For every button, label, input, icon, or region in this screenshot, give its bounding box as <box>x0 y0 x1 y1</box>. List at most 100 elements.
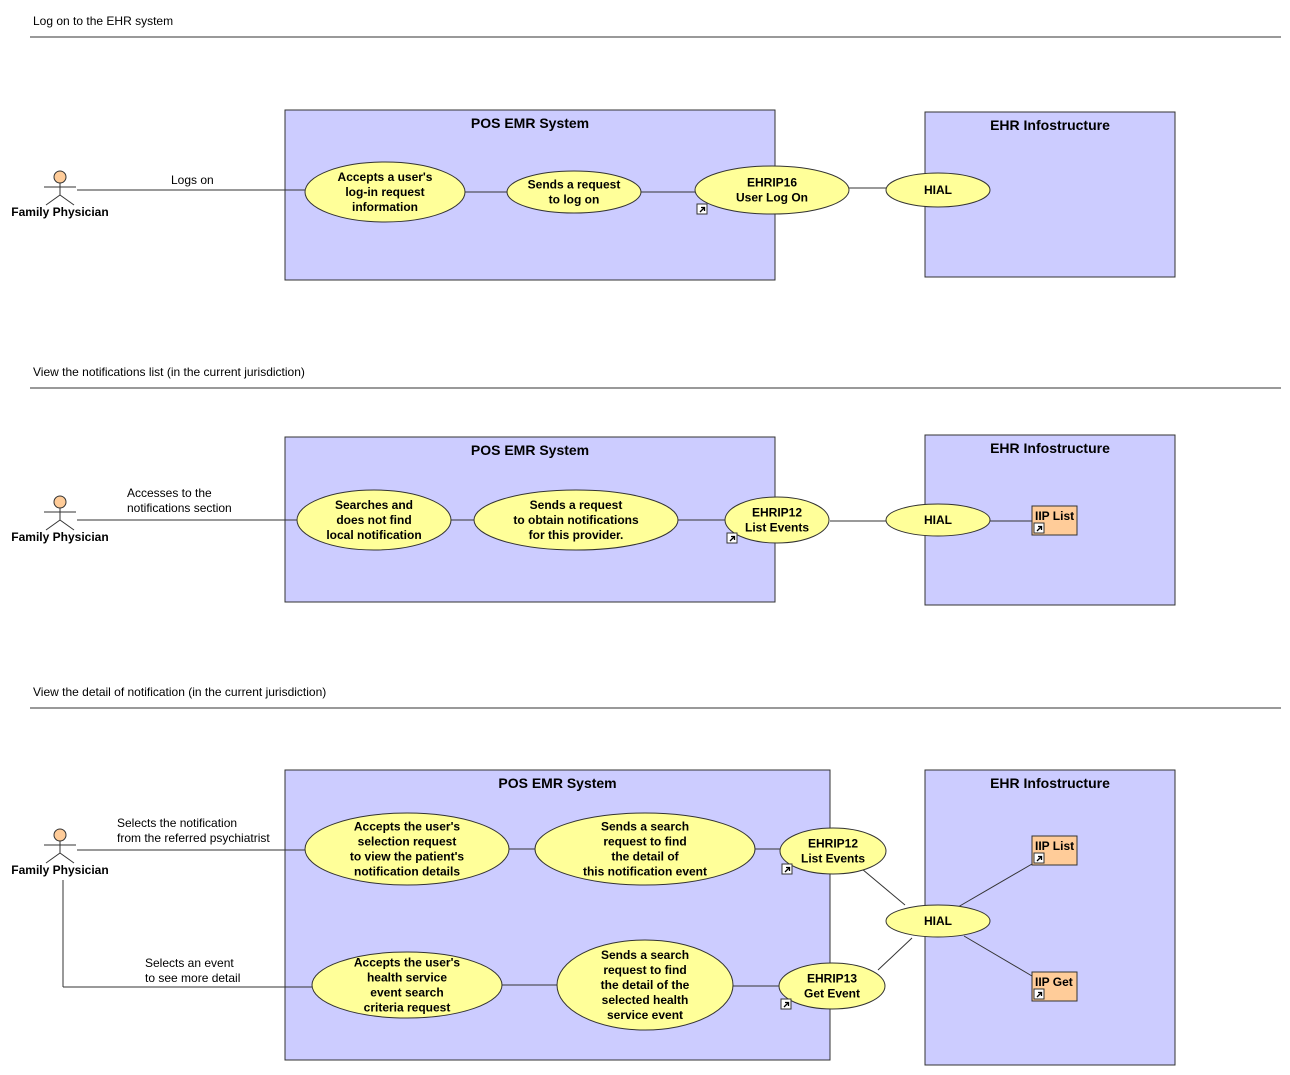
association-line <box>957 863 1033 908</box>
ehr-infostructure-3-title: EHR Infostructure <box>990 775 1110 791</box>
use-case-request-notifications-ellipse <box>473 489 679 551</box>
use-case-accept-event-search-line: criteria request <box>364 1001 451 1015</box>
use-case-hial-1-line: HIAL <box>924 183 952 197</box>
association-label: from the referred psychiatrist <box>117 831 270 845</box>
use-case-hial-1[interactable]: HIAL <box>885 172 991 208</box>
pos-emr-system-3-title: POS EMR System <box>498 775 616 791</box>
use-case-ehrip16-ellipse <box>694 165 850 215</box>
use-case-search-event-detail-line: the detail of the <box>601 978 690 992</box>
association-label: to see more detail <box>145 971 240 985</box>
use-case-ehrip13-ellipse <box>778 962 886 1010</box>
association-line <box>877 937 913 971</box>
use-case-send-logon-line: to log on <box>549 193 600 207</box>
use-case-accept-login-line: log-in request <box>345 185 424 199</box>
shortcut-arrow-icon <box>1033 988 1045 1000</box>
shortcut-arrow-icon <box>696 203 708 215</box>
use-case-search-detail-line: this notification event <box>583 865 707 879</box>
ehr-infostructure-1-title: EHR Infostructure <box>990 117 1110 133</box>
use-case-hial-3-line: HIAL <box>924 914 952 928</box>
use-case-search-detail-ellipse <box>534 812 756 886</box>
use-case-request-notifications-line: to obtain notifications <box>513 513 639 527</box>
use-case-search-local-line: Searches and <box>335 498 413 512</box>
use-case-hial-3[interactable]: HIAL <box>885 904 991 938</box>
ehr-infostructure-1-boundary <box>924 111 1176 278</box>
use-case-hial-1-ellipse <box>885 172 991 208</box>
family-physician-actor-3[interactable]: Family Physician <box>11 828 109 877</box>
use-case-search-event-detail-line: request to find <box>603 963 686 977</box>
shortcut-arrow-icon <box>781 863 793 875</box>
use-case-accept-login-line: information <box>352 200 418 214</box>
use-case-search-event-detail-line: Sends a search <box>601 948 689 962</box>
use-case-accept-selection-line: to view the patient's <box>350 850 465 864</box>
use-case-ehrip12-3-ellipse <box>779 827 887 875</box>
family-physician-actor-3-label: Family Physician <box>11 863 108 877</box>
association-label: Selects an event <box>145 956 234 970</box>
use-case-accept-selection-ellipse <box>304 812 510 886</box>
use-case-send-logon-ellipse <box>506 170 642 214</box>
component-iip-get-label: IIP Get <box>1035 975 1073 989</box>
use-case-search-event-detail-line: service event <box>607 1008 683 1022</box>
shortcut-arrow-icon <box>726 532 738 544</box>
use-case-ehrip12-3-line: List Events <box>801 852 865 866</box>
use-case-accept-login-ellipse <box>304 161 466 223</box>
use-case-ehrip13-line: Get Event <box>804 987 860 1001</box>
family-physician-actor-2[interactable]: Family Physician <box>11 495 109 544</box>
stick-figure-icon <box>44 828 76 864</box>
use-case-search-event-detail-line: selected health <box>602 993 689 1007</box>
pos-emr-system-3: POS EMR System <box>284 769 831 1061</box>
use-case-ehrip12-3-line: EHRIP12 <box>808 837 858 851</box>
section-title: View the detail of notification (in the … <box>33 685 326 699</box>
component-iip-get[interactable]: IIP Get <box>1031 971 1078 1002</box>
use-case-send-logon-line: Sends a request <box>528 178 621 192</box>
association-label: Logs on <box>171 173 214 187</box>
component-iip-list-2[interactable]: IIP List <box>1031 505 1078 536</box>
ehr-infostructure-1: EHR Infostructure <box>924 111 1176 278</box>
stick-figure-icon <box>44 170 76 206</box>
family-physician-actor-2-label: Family Physician <box>11 530 108 544</box>
association-label: notifications section <box>127 501 232 515</box>
section-title: Log on to the EHR system <box>33 14 173 28</box>
family-physician-actor-1[interactable]: Family Physician <box>11 170 109 219</box>
use-case-search-detail-line: request to find <box>603 835 686 849</box>
use-case-accept-event-search-line: Accepts the user's <box>354 956 461 970</box>
family-physician-actor-1-label: Family Physician <box>11 205 108 219</box>
use-case-accept-selection-line: notification details <box>354 865 460 879</box>
use-case-search-local-ellipse <box>296 489 452 551</box>
use-case-accept-event-search-line: event search <box>370 986 443 1000</box>
pos-emr-system-2-title: POS EMR System <box>471 442 589 458</box>
use-case-hial-2[interactable]: HIAL <box>885 503 991 537</box>
use-case-ehrip12-2-line: EHRIP12 <box>752 506 802 520</box>
use-case-accept-event-search-ellipse <box>311 951 503 1019</box>
stick-figure-icon <box>44 495 76 531</box>
use-case-search-detail-line: the detail of <box>611 850 679 864</box>
use-case-accept-event-search-line: health service <box>367 971 447 985</box>
component-iip-list-3-label: IIP List <box>1035 839 1074 853</box>
pos-emr-system-3-boundary <box>284 769 831 1061</box>
component-iip-list-2-label: IIP List <box>1035 509 1074 523</box>
association-line <box>963 935 1033 977</box>
use-case-accept-selection-line: Accepts the user's <box>354 820 461 834</box>
shortcut-arrow-icon <box>1033 852 1045 864</box>
use-case-ehrip13-line: EHRIP13 <box>807 972 857 986</box>
use-case-search-event-detail-ellipse <box>556 939 734 1031</box>
use-case-hial-3-ellipse <box>885 904 991 938</box>
shortcut-arrow-icon <box>1033 522 1045 534</box>
association-label: Selects the notification <box>117 816 237 830</box>
use-case-ehrip16-line: EHRIP16 <box>747 176 797 190</box>
component-iip-list-3[interactable]: IIP List <box>1031 835 1078 866</box>
use-case-accept-login-line: Accepts a user's <box>338 170 433 184</box>
use-case-hial-2-ellipse <box>885 503 991 537</box>
association-label: Accesses to the <box>127 486 212 500</box>
